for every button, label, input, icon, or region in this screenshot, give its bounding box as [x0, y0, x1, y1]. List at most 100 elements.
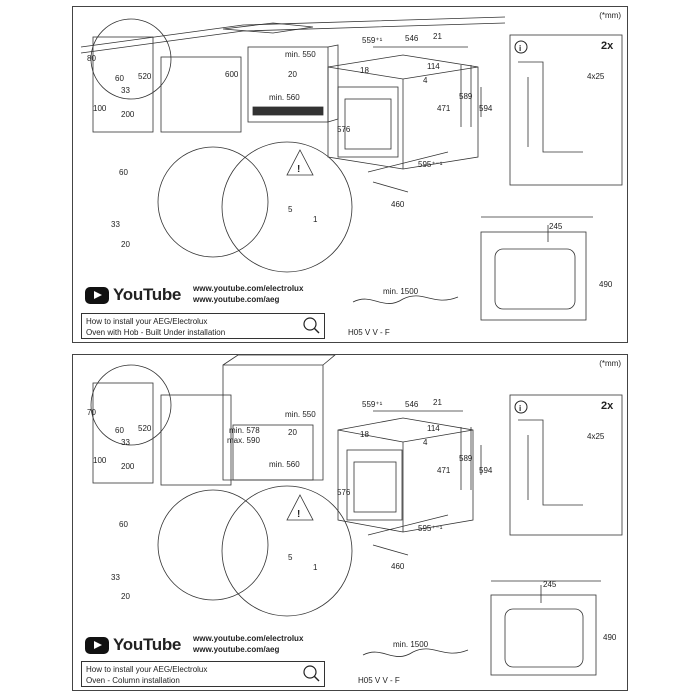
- youtube-logo: YouTube: [85, 635, 181, 655]
- installation-diagram: 80 60 520 33 100 200 600 min. 550 20 min…: [80, 16, 623, 337]
- dim-20-detail: 20: [121, 592, 130, 601]
- dim-490: 490: [603, 633, 617, 642]
- dim-460: 460: [391, 200, 405, 209]
- dim-20: 20: [288, 70, 297, 79]
- youtube-play-icon: [85, 636, 109, 654]
- dim-33-detail: 33: [111, 573, 120, 582]
- unit-note: (*mm): [599, 11, 621, 20]
- svg-text:i: i: [519, 404, 521, 413]
- svg-text:!: !: [297, 164, 300, 175]
- screws-size: 4x25: [587, 432, 605, 441]
- dim-490: 490: [599, 280, 613, 289]
- screws-count: 2x: [601, 400, 614, 412]
- dim-1: 1: [313, 563, 318, 572]
- dim-595: 595⁺⁻¹: [418, 524, 443, 533]
- dim-589: 589: [459, 92, 473, 101]
- cable-min-length: min. 1500: [383, 287, 419, 296]
- youtube-urls: www.youtube.com/electrolux www.youtube.c…: [193, 283, 303, 305]
- magnifier-icon: [303, 317, 320, 334]
- info-icon: i: [514, 400, 528, 414]
- screws-size: 4x25: [587, 72, 605, 81]
- dim-4: 4: [423, 438, 428, 447]
- dim-594: 594: [479, 104, 493, 113]
- dim-200: 200: [121, 462, 135, 471]
- howto-line-2: Oven with Hob - Built Under installation: [86, 328, 226, 337]
- url-aeg[interactable]: www.youtube.com/aeg: [193, 645, 280, 654]
- dim-min-560: min. 560: [269, 460, 300, 469]
- info-icon: i: [514, 40, 528, 54]
- dim-min-560: min. 560: [269, 93, 300, 102]
- dim-460: 460: [391, 562, 405, 571]
- installation-panel-built-under: (*mm): [72, 6, 628, 343]
- dim-18: 18: [360, 430, 369, 439]
- dim-80: 80: [87, 54, 96, 63]
- dim-594: 594: [479, 466, 493, 475]
- svg-text:i: i: [519, 44, 521, 53]
- cable-type: H05 V V - F: [348, 328, 390, 337]
- dim-520: 520: [138, 424, 152, 433]
- dim-21: 21: [433, 32, 442, 41]
- dim-max-590: max. 590: [227, 436, 260, 445]
- dim-70: 70: [87, 408, 96, 417]
- dim-546: 546: [405, 34, 419, 43]
- dim-471: 471: [437, 104, 451, 113]
- dim-559: 559⁺¹: [362, 36, 383, 45]
- howto-line-2: Oven - Column installation: [86, 676, 180, 685]
- svg-text:!: !: [297, 509, 300, 520]
- dim-5: 5: [288, 553, 293, 562]
- installation-panel-column: (*mm) 70 60 520 33: [72, 354, 628, 691]
- dim-600: 600: [225, 70, 239, 79]
- dim-100: 100: [93, 456, 107, 465]
- howto-line-1: How to install your AEG/Electrolux: [86, 665, 208, 674]
- installation-diagram: 70 60 520 33 100 200 min. 578 max. 590 m…: [87, 355, 623, 685]
- dim-471: 471: [437, 466, 451, 475]
- youtube-play-icon: [85, 286, 109, 304]
- dim-4: 4: [423, 76, 428, 85]
- dim-60: 60: [115, 74, 124, 83]
- dim-33: 33: [121, 86, 130, 95]
- warning-icon: !: [297, 164, 300, 175]
- dim-5: 5: [288, 205, 293, 214]
- dim-20-detail: 20: [121, 240, 130, 249]
- dim-245: 245: [549, 222, 563, 231]
- dim-595: 595⁺⁻¹: [418, 160, 443, 169]
- dim-589: 589: [459, 454, 473, 463]
- warning-icon: !: [297, 509, 300, 520]
- dim-114: 114: [427, 62, 440, 71]
- dim-1: 1: [313, 215, 318, 224]
- magnifier-icon: [303, 665, 320, 682]
- dim-520: 520: [138, 72, 152, 81]
- dim-245: 245: [543, 580, 557, 589]
- dim-546: 546: [405, 400, 419, 409]
- howto-video-box[interactable]: How to install your AEG/Electrolux Oven …: [81, 313, 325, 339]
- youtube-urls: www.youtube.com/electrolux www.youtube.c…: [193, 633, 303, 655]
- youtube-brand: YouTube: [113, 285, 182, 304]
- url-aeg[interactable]: www.youtube.com/aeg: [193, 295, 280, 304]
- dim-60-detail: 60: [119, 168, 128, 177]
- screws-count: 2x: [601, 40, 614, 52]
- dim-576: 576: [337, 125, 351, 134]
- youtube-logo: YouTube: [85, 285, 181, 305]
- unit-note: (*mm): [599, 359, 621, 368]
- dim-559: 559⁺¹: [362, 400, 383, 409]
- howto-video-box[interactable]: How to install your AEG/Electrolux Oven …: [81, 661, 325, 687]
- dim-100: 100: [93, 104, 107, 113]
- dim-min-550: min. 550: [285, 410, 316, 419]
- dim-576: 576: [337, 488, 351, 497]
- dim-min-578: min. 578: [229, 426, 260, 435]
- dim-60: 60: [115, 426, 124, 435]
- dim-min-550: min. 550: [285, 50, 316, 59]
- cable-min-length: min. 1500: [393, 640, 429, 649]
- dim-60-detail: 60: [119, 520, 128, 529]
- dim-33-detail: 33: [111, 220, 120, 229]
- dim-20: 20: [288, 428, 297, 437]
- url-electrolux[interactable]: www.youtube.com/electrolux: [193, 634, 304, 643]
- dim-18: 18: [360, 66, 369, 75]
- howto-line-1: How to install your AEG/Electrolux: [86, 317, 208, 326]
- dim-200: 200: [121, 110, 135, 119]
- dim-114: 114: [427, 424, 440, 433]
- url-electrolux[interactable]: www.youtube.com/electrolux: [193, 284, 304, 293]
- dim-33: 33: [121, 438, 130, 447]
- dim-21: 21: [433, 398, 442, 407]
- youtube-brand: YouTube: [113, 635, 182, 654]
